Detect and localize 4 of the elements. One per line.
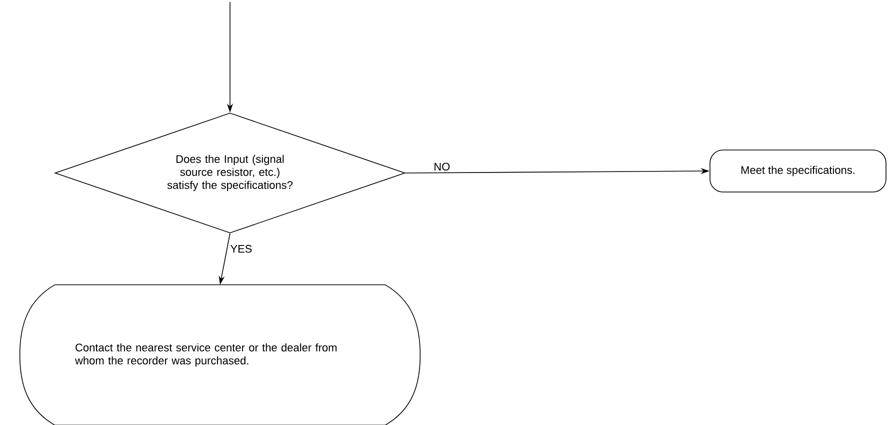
edge-label: NO bbox=[434, 162, 450, 171]
edge-label: YES bbox=[230, 244, 252, 253]
terminal-box: Contact the nearest service center or the dealer from whom the recorder was purchased. bbox=[19, 284, 421, 425]
terminal-box: Meet the specifications. bbox=[710, 150, 886, 192]
